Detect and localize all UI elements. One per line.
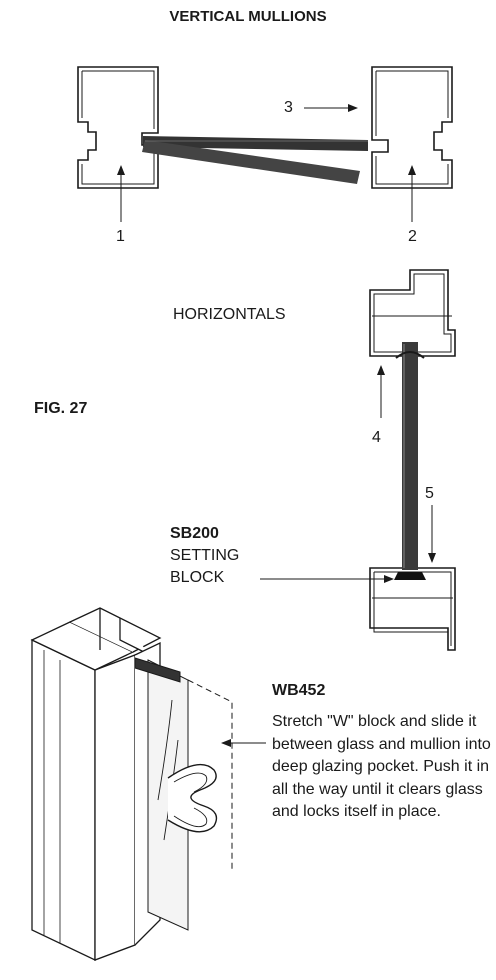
callout-4: 4 bbox=[372, 429, 381, 446]
glass-panes-vertical bbox=[142, 136, 368, 184]
w-block-description: Stretch "W" block and slide it between g… bbox=[272, 713, 491, 820]
left-mullion-profile bbox=[77, 66, 159, 189]
w-block-code: WB452 bbox=[272, 682, 326, 699]
sill-profile bbox=[369, 567, 456, 651]
callout-3: 3 bbox=[284, 99, 293, 116]
callout-1: 1 bbox=[116, 228, 125, 245]
right-mullion-profile bbox=[371, 66, 453, 189]
callout-5: 5 bbox=[425, 485, 434, 502]
w-block-shape bbox=[167, 763, 218, 833]
setting-block-line1: SETTING bbox=[170, 547, 240, 564]
glass-pane-horizontal bbox=[402, 342, 418, 570]
horizontals-label: HORIZONTALS bbox=[173, 306, 286, 323]
isometric-mullion bbox=[30, 607, 162, 962]
figure-label: FIG. 27 bbox=[34, 400, 88, 417]
setting-block-code: SB200 bbox=[170, 525, 219, 542]
setting-block-line2: BLOCK bbox=[170, 569, 225, 586]
callout-2: 2 bbox=[408, 228, 417, 245]
setting-block-shape bbox=[394, 572, 426, 580]
diagram-title: VERTICAL MULLIONS bbox=[169, 8, 327, 25]
